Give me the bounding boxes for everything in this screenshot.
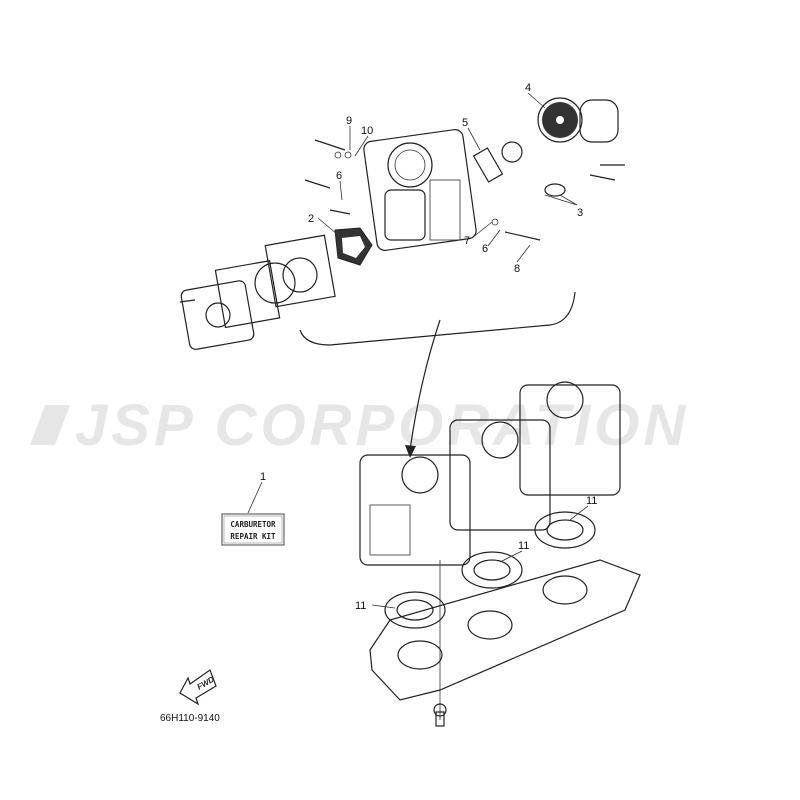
callout-5: 5 [462, 117, 468, 129]
callout-11b: 11 [518, 540, 529, 552]
callout-6b: 6 [482, 243, 488, 255]
exploded-carburetor [179, 97, 625, 458]
callout-11c: 11 [355, 600, 366, 612]
callout-labels: 9 10 4 5 6 2 7 6 3 8 1 11 11 11 [260, 82, 597, 612]
callout-10: 10 [361, 125, 373, 137]
callout-2: 2 [308, 213, 314, 225]
fwd-arrow-icon: FWD [179, 669, 217, 706]
callout-9: 9 [346, 115, 352, 127]
callout-4: 4 [525, 82, 531, 94]
svg-text:REPAIR KIT: REPAIR KIT [230, 532, 276, 541]
callout-11a: 11 [586, 495, 597, 507]
watermark: JSP CORPORATION [30, 393, 689, 458]
svg-text:JSP CORPORATION: JSP CORPORATION [75, 393, 689, 458]
carburetor-assembly [359, 381, 641, 727]
callout-6a: 6 [336, 170, 342, 182]
svg-text:CARBURETOR: CARBURETOR [230, 520, 276, 529]
callout-3: 3 [577, 207, 583, 219]
callout-8: 8 [514, 263, 520, 275]
callout-1: 1 [260, 471, 266, 483]
leader-lines [247, 92, 589, 609]
repair-kit-label: CARBURETOR REPAIR KIT [221, 513, 285, 546]
callout-7: 7 [464, 235, 470, 247]
part-code: 66H110-9140 [160, 713, 220, 724]
